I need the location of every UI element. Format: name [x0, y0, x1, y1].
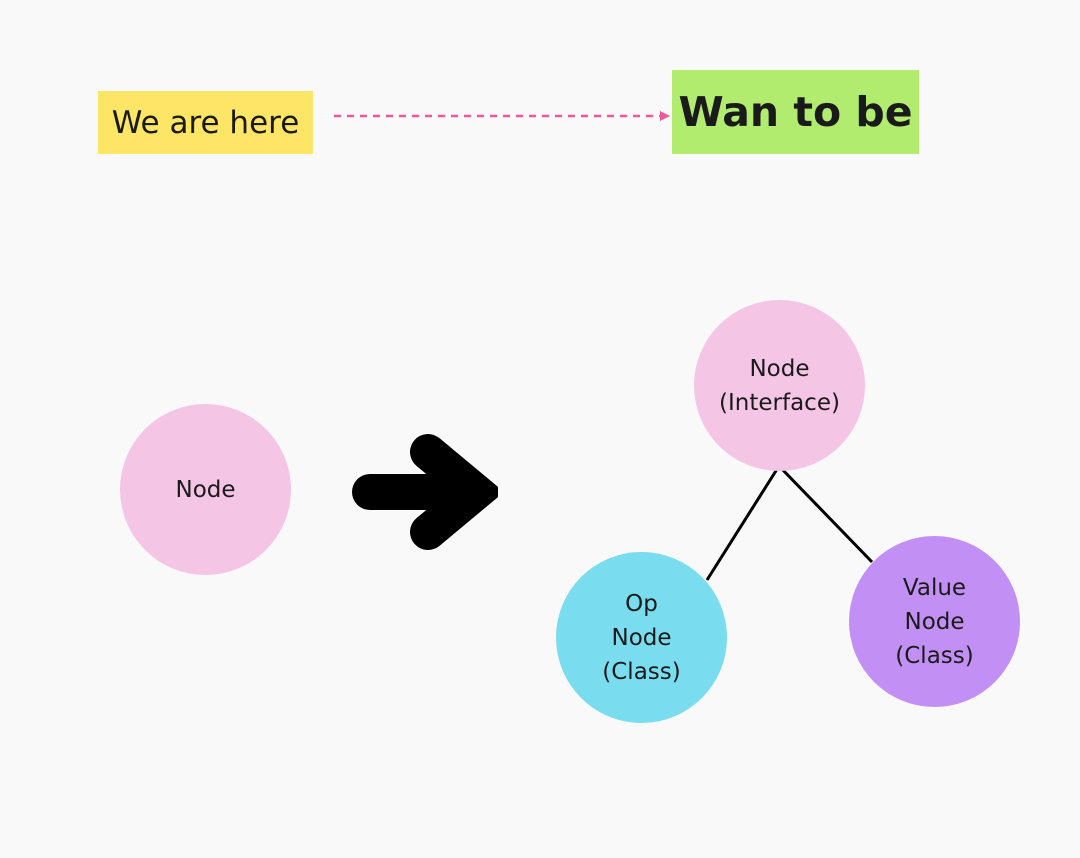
sticky-want-to-be-label: Wan to be [678, 88, 913, 136]
edge-interface-to-value [777, 464, 874, 564]
value-node-class-label: Value Node (Class) [895, 574, 974, 669]
sticky-we-are-here: We are here [98, 91, 313, 154]
right-arrow-icon [352, 434, 498, 550]
node-interface-circle: Node (Interface) [694, 300, 865, 471]
edge-interface-to-op [705, 465, 781, 581]
node-circle-label: Node [175, 476, 236, 503]
sticky-want-to-be: Wan to be [672, 70, 919, 154]
op-node-class-label: Op Node (Class) [602, 590, 681, 685]
node-circle: Node [120, 404, 291, 575]
value-node-class-circle: Value Node (Class) [849, 536, 1020, 707]
node-interface-label: Node (Interface) [719, 355, 840, 416]
sticky-we-are-here-label: We are here [111, 104, 300, 141]
op-node-class-circle: Op Node (Class) [556, 552, 727, 723]
